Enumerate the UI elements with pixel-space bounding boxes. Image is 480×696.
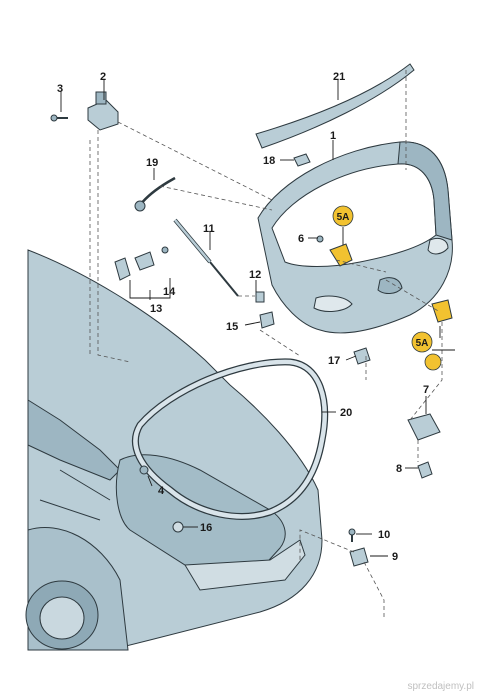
nut-6 [316, 235, 324, 243]
watermark: sprzedajemy.pl [407, 681, 474, 692]
bolt-8 [417, 461, 433, 479]
clip-18 [293, 153, 311, 167]
svg-text:5A: 5A [416, 338, 429, 349]
callout-16: 16 [200, 522, 212, 534]
callout-9: 9 [392, 551, 398, 563]
callout-4: 4 [158, 485, 165, 497]
bracket-9 [349, 547, 369, 567]
callout-12: 12 [249, 269, 261, 281]
plug-16 [172, 521, 184, 533]
badge-5a-top: 5A [332, 205, 354, 227]
callout-15: 15 [226, 321, 238, 333]
bump-stop-17 [353, 347, 371, 365]
svg-text:5A: 5A [337, 212, 350, 223]
callout-19: 19 [146, 157, 158, 169]
release-cable [139, 176, 176, 206]
screw-10 [348, 528, 356, 542]
callout-6: 6 [298, 233, 304, 245]
screw-4 [139, 465, 149, 475]
car-rear-body [25, 249, 323, 651]
guide-lines [89, 70, 443, 620]
bracket-13-14 [114, 246, 169, 281]
tailgate [257, 141, 453, 334]
callout-7: 7 [423, 384, 429, 396]
callout-8: 8 [396, 463, 402, 475]
highlighted-part-5a-top [329, 243, 353, 267]
spoiler [255, 63, 415, 149]
callout-13: 13 [150, 303, 162, 315]
callout-2: 2 [100, 71, 106, 83]
callout-3: 3 [57, 83, 63, 95]
bolt-12 [255, 291, 265, 303]
callout-17: 17 [328, 355, 340, 367]
callout-10: 10 [378, 529, 390, 541]
callout-20: 20 [340, 407, 352, 419]
bolt-15 [259, 311, 275, 329]
callout-labels: 21 1 2 3 18 19 11 6 12 14 13 15 17 5 7 2… [57, 71, 432, 563]
callout-1: 1 [330, 130, 336, 142]
callout-18: 18 [263, 155, 275, 167]
hinge [87, 91, 119, 131]
gas-strut [173, 218, 239, 297]
leader-lines [60, 80, 455, 557]
lock-7 [407, 413, 441, 441]
callout-14: 14 [163, 286, 176, 298]
highlighted-part-5a-right [431, 299, 453, 323]
badge-5a-right: 5A [411, 331, 433, 353]
callout-21: 21 [333, 71, 345, 83]
screw-3 [50, 114, 68, 122]
callout-11: 11 [203, 223, 215, 235]
